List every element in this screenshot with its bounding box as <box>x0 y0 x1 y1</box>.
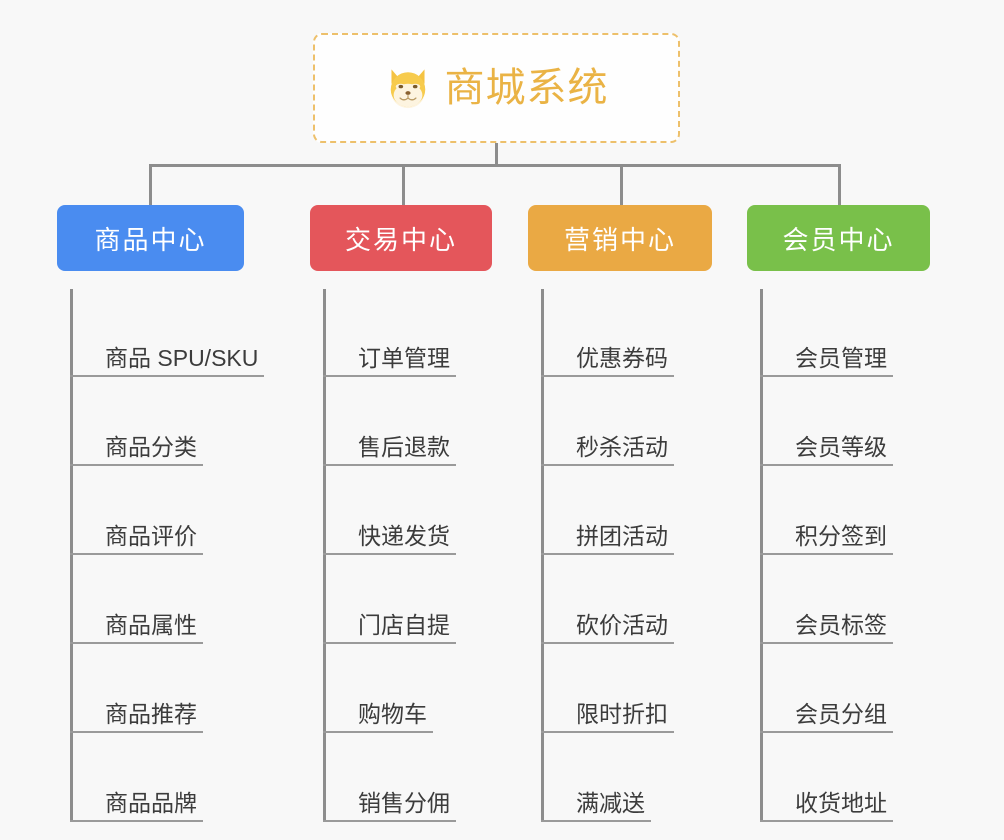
branch-column: 会员中心会员管理会员等级积分签到会员标签会员分组收货地址 <box>747 205 930 822</box>
branch-header[interactable]: 营销中心 <box>528 205 712 271</box>
leaf-connector <box>760 333 789 377</box>
leaf-connector <box>760 778 789 822</box>
leaf-connector <box>541 422 570 466</box>
connector-root-stem <box>495 143 498 167</box>
connector-drop-3 <box>620 164 623 207</box>
leaf-connector <box>541 778 570 822</box>
leaf-item[interactable]: 订单管理 <box>310 333 456 377</box>
branch-column: 商品中心商品 SPU/SKU 商品分类商品评价商品属性商品推荐商品品牌 <box>57 205 265 822</box>
connector-drop-1 <box>149 164 152 207</box>
leaf-item[interactable]: 商品属性 <box>57 600 203 644</box>
leaf-label: 积分签到 <box>789 523 893 555</box>
branch-spine <box>760 289 763 822</box>
leaf-label: 商品推荐 <box>99 701 203 733</box>
leaf-connector <box>70 689 99 733</box>
leaf-connector <box>70 422 99 466</box>
leaf-label: 秒杀活动 <box>570 434 674 466</box>
leaf-label: 会员分组 <box>789 701 893 733</box>
leaf-connector <box>541 511 570 555</box>
leaf-connector <box>70 600 99 644</box>
leaf-label: 优惠券码 <box>570 345 674 377</box>
branch-spine <box>70 289 73 822</box>
leaf-connector <box>70 333 99 377</box>
leaf-item[interactable]: 商品评价 <box>57 511 203 555</box>
leaf-label: 会员管理 <box>789 345 893 377</box>
leaf-item[interactable]: 会员管理 <box>747 333 893 377</box>
leaf-item[interactable]: 会员标签 <box>747 600 893 644</box>
leaf-label: 购物车 <box>352 701 433 733</box>
connector-drop-2 <box>402 164 405 207</box>
leaf-item[interactable]: 限时折扣 <box>528 689 674 733</box>
branch-column: 营销中心优惠券码秒杀活动拼团活动砍价活动限时折扣满减送 <box>528 205 712 822</box>
branch-header-label: 营销中心 <box>563 224 676 255</box>
root-node[interactable]: 商城系统 <box>313 33 680 143</box>
leaf-item[interactable]: 优惠券码 <box>528 333 674 377</box>
branch-spine <box>541 289 544 822</box>
leaf-item[interactable]: 积分签到 <box>747 511 893 555</box>
leaf-connector <box>541 333 570 377</box>
leaf-connector <box>323 511 352 555</box>
leaf-item[interactable]: 购物车 <box>310 689 433 733</box>
leaf-label: 门店自提 <box>352 612 456 644</box>
leaf-item[interactable]: 会员等级 <box>747 422 893 466</box>
branch-column: 交易中心订单管理售后退款快递发货门店自提购物车销售分佣 <box>310 205 492 822</box>
leaf-item[interactable]: 拼团活动 <box>528 511 674 555</box>
leaf-item[interactable]: 商品品牌 <box>57 778 203 822</box>
leaf-item[interactable]: 商品 SPU/SKU <box>57 333 265 377</box>
connector-drop-4 <box>838 164 841 207</box>
leaf-connector <box>323 600 352 644</box>
leaf-label: 会员等级 <box>789 434 893 466</box>
leaf-label: 会员标签 <box>789 612 893 644</box>
branch-spine <box>323 289 326 822</box>
leaf-connector <box>323 333 352 377</box>
leaf-label: 拼团活动 <box>570 523 674 555</box>
branch-header-label: 商品中心 <box>94 224 207 255</box>
leaf-label: 商品品牌 <box>99 790 203 822</box>
branch-header[interactable]: 交易中心 <box>310 205 492 271</box>
leaf-item[interactable]: 满减送 <box>528 778 651 822</box>
leaf-connector <box>760 511 789 555</box>
leaf-label: 砍价活动 <box>570 612 674 644</box>
leaf-item[interactable]: 门店自提 <box>310 600 456 644</box>
branch-header-label: 交易中心 <box>344 224 457 255</box>
leaf-label: 售后退款 <box>352 434 456 466</box>
leaf-item[interactable]: 商品分类 <box>57 422 203 466</box>
leaf-connector <box>541 600 570 644</box>
shiba-dog-face-icon <box>390 69 425 109</box>
leaf-item[interactable]: 快递发货 <box>310 511 456 555</box>
leaf-connector <box>760 600 789 644</box>
leaf-label: 商品 SPU/SKU <box>99 345 265 377</box>
leaf-item[interactable]: 秒杀活动 <box>528 422 674 466</box>
root-title: 商城系统 <box>444 66 609 110</box>
branch-header[interactable]: 会员中心 <box>747 205 930 271</box>
leaf-label: 订单管理 <box>352 345 456 377</box>
leaf-item[interactable]: 收货地址 <box>747 778 893 822</box>
leaf-label: 快递发货 <box>352 523 456 555</box>
leaf-connector <box>70 511 99 555</box>
leaf-label: 收货地址 <box>789 790 893 822</box>
leaf-label: 限时折扣 <box>570 701 674 733</box>
leaf-connector <box>70 778 99 822</box>
leaf-label: 商品评价 <box>99 523 203 555</box>
leaf-connector <box>323 689 352 733</box>
leaf-label: 商品分类 <box>99 434 203 466</box>
leaf-item[interactable]: 砍价活动 <box>528 600 674 644</box>
leaf-connector <box>541 689 570 733</box>
leaf-label: 销售分佣 <box>352 790 456 822</box>
leaf-item[interactable]: 销售分佣 <box>310 778 456 822</box>
leaf-connector <box>760 689 789 733</box>
leaf-connector <box>323 422 352 466</box>
connector-horizontal-bus <box>149 164 841 167</box>
leaf-item[interactable]: 商品推荐 <box>57 689 203 733</box>
leaf-connector <box>323 778 352 822</box>
branch-header[interactable]: 商品中心 <box>57 205 244 271</box>
leaf-label: 商品属性 <box>99 612 203 644</box>
leaf-item[interactable]: 售后退款 <box>310 422 456 466</box>
branch-header-label: 会员中心 <box>782 224 895 255</box>
leaf-label: 满减送 <box>570 790 651 822</box>
leaf-item[interactable]: 会员分组 <box>747 689 893 733</box>
leaf-connector <box>760 422 789 466</box>
